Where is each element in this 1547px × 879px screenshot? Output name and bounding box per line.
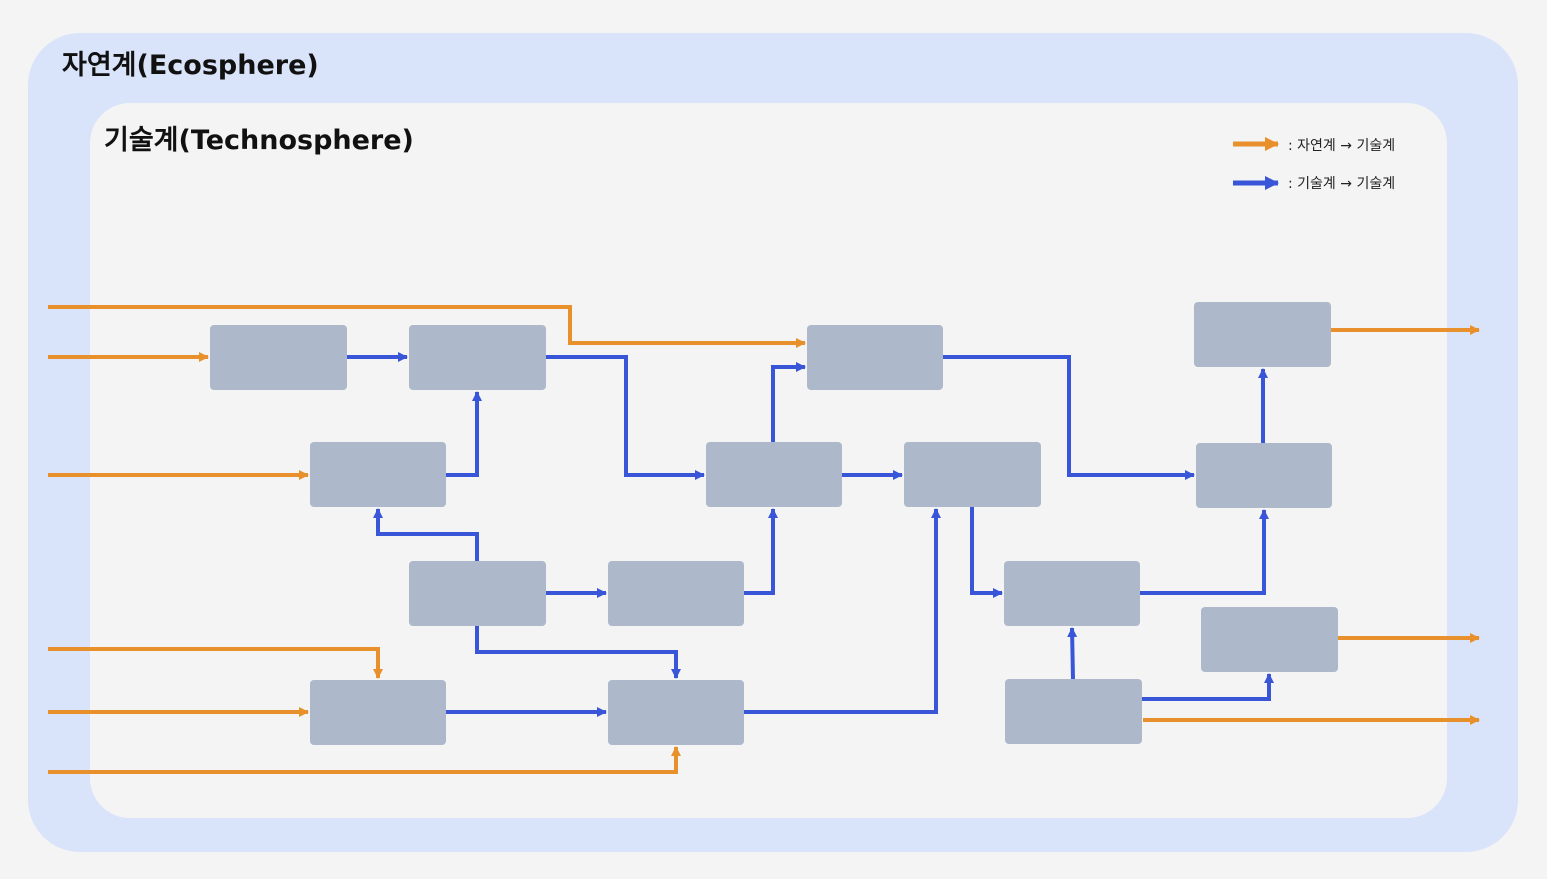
process-box [1196,443,1332,508]
process-box [1005,679,1142,744]
process-box [807,325,943,390]
techno-flow-arrow [943,355,1195,480]
eco-flow-arrow [48,305,806,348]
process-box [608,680,744,745]
eco-flow-arrow [48,647,383,679]
process-box [1004,561,1140,626]
ecosphere-title: 자연계(Ecosphere) [62,50,319,81]
process-box [409,325,546,390]
techno-flow-arrow [475,626,681,679]
techno-flow-arrow [771,362,806,442]
techno-flow-arrow [1067,627,1078,680]
techno-flow-arrow [744,508,941,714]
technosphere-title: 기술계(Technosphere) [104,125,414,156]
process-box [608,561,744,626]
techno-flow-arrow [446,391,482,477]
techno-flow-arrow [373,508,479,561]
legend-eco-label: : 자연계 → 기술계 [1288,138,1395,154]
techno-flow-arrow [970,507,1003,598]
process-box [310,680,446,745]
techno-flow-arrow [744,508,778,595]
process-box [310,442,446,507]
techno-flow-arrow [546,355,705,480]
techno-flow-arrow [1142,673,1274,701]
legend: : 자연계 → 기술계 : 기술계 → 기술계 [1233,137,1395,192]
process-box [210,325,347,390]
eco-flow-arrow [48,746,681,774]
process-box [1194,302,1331,367]
legend-techno-label: : 기술계 → 기술계 [1288,176,1395,192]
process-box [904,442,1041,507]
process-box [1201,607,1338,672]
techno-flow-arrow [1140,509,1269,595]
process-box [706,442,842,507]
process-box [409,561,546,626]
